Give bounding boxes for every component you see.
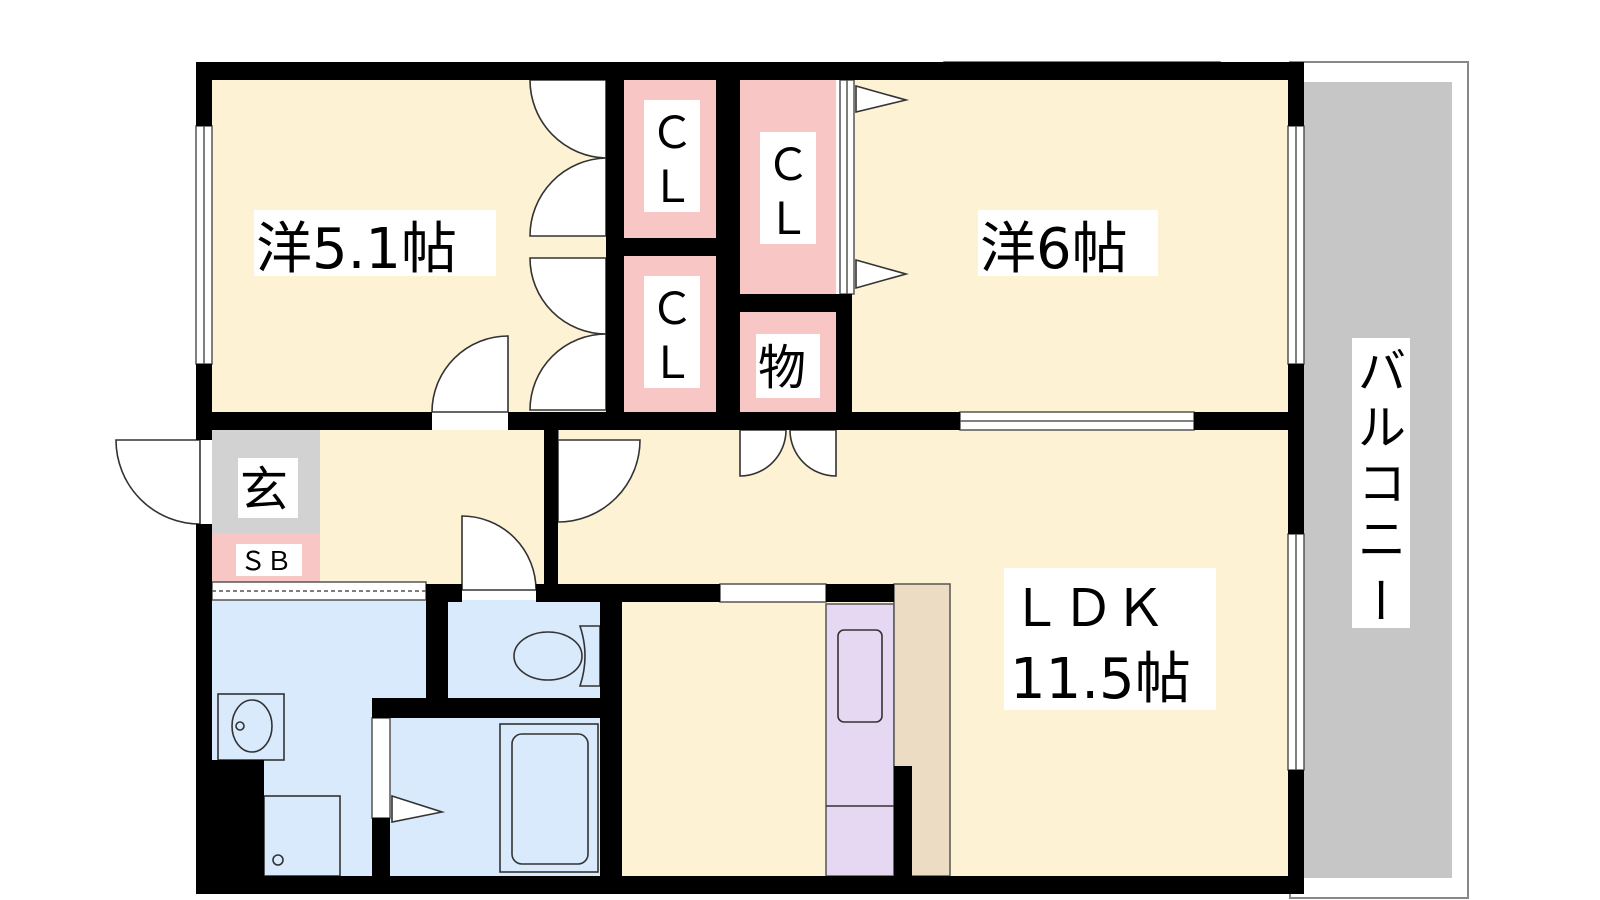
western-room-left-label: 洋5.1帖: [256, 217, 457, 282]
closet-b-label-l: Ｌ: [650, 338, 694, 389]
closet-b-label-c: Ｃ: [650, 284, 694, 335]
closet-a-label-l: Ｌ: [650, 162, 694, 213]
bathtub-outer: [499, 723, 599, 873]
balcony-label-2: ル: [1358, 400, 1406, 456]
toilet-room: [448, 600, 600, 698]
western-room-right-label: 洋6帖: [980, 217, 1128, 282]
closet-a-label-c: Ｃ: [650, 108, 694, 159]
entrance-label: 玄: [240, 462, 288, 518]
balcony-label-4: ニ: [1358, 512, 1406, 568]
doors: [115, 79, 910, 823]
balcony-label-5: ー: [1351, 576, 1407, 624]
toilet-bowl: [513, 631, 583, 681]
labels: 洋5.1帖 洋6帖 ＬＤＫ 11.5帖 Ｃ Ｌ Ｃ Ｌ Ｃ Ｌ 物 玄 ＳＢ バ…: [236, 100, 1407, 712]
balcony-label-1: バ: [1358, 344, 1406, 400]
kitchen-unit: [825, 603, 895, 877]
closet-c-label-c: Ｃ: [766, 140, 810, 191]
ldk-label: ＬＤＫ: [1010, 579, 1166, 639]
storage-label: 物: [758, 340, 806, 396]
walls: [196, 62, 1304, 894]
closet-c-label-l: Ｌ: [766, 194, 810, 245]
balcony: [1289, 61, 1469, 899]
shoe-box-label: ＳＢ: [240, 547, 292, 577]
ldk-size-label: 11.5帖: [1010, 647, 1191, 712]
sink: [837, 629, 883, 723]
bathtub-inner: [511, 733, 589, 865]
balcony-label-3: コ: [1358, 456, 1406, 512]
